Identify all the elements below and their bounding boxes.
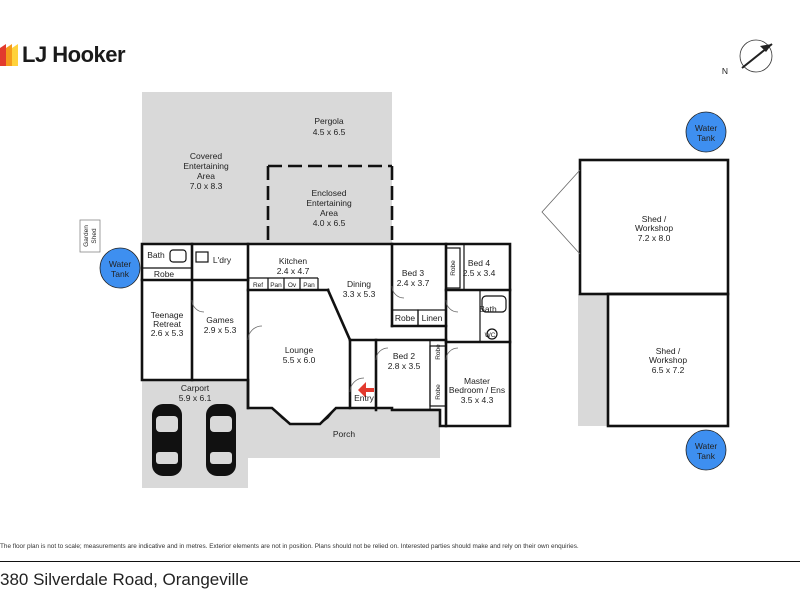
logo-mark-icon xyxy=(0,44,18,66)
covered-name1: Covered xyxy=(190,151,222,161)
enclosed-name2: Entertaining xyxy=(306,198,352,208)
carport-name: Carport xyxy=(181,383,210,393)
ov-label: Ov xyxy=(288,282,297,289)
laundry-label: L'dry xyxy=(213,255,232,265)
bed2-size: 2.8 x 3.5 xyxy=(388,361,421,371)
shed1-name1: Shed / xyxy=(642,214,667,224)
pergola-name: Pergola xyxy=(314,116,344,126)
kitchen-name: Kitchen xyxy=(279,256,308,266)
robe-left-label: Robe xyxy=(154,269,175,279)
pan2-label: Pan xyxy=(303,282,315,289)
tank3-line1: Water xyxy=(695,441,718,451)
porch-label: Porch xyxy=(333,429,355,439)
games-size: 2.9 x 5.3 xyxy=(204,325,237,335)
compass-icon xyxy=(739,39,773,73)
robe-master-label: Robe xyxy=(435,384,442,400)
tank3-line2: Tank xyxy=(697,451,716,461)
room-labels: N Pergola 4.5 x 6.5 Covered Entertaining… xyxy=(83,66,728,461)
car-icon xyxy=(206,404,236,476)
enclosed-name1: Enclosed xyxy=(312,188,347,198)
bed2-name: Bed 2 xyxy=(393,351,415,361)
garden-shed-outline xyxy=(79,219,101,253)
games-name: Games xyxy=(206,315,233,325)
shed1-size: 7.2 x 8.0 xyxy=(638,233,671,243)
bath-label: Bath xyxy=(147,250,165,260)
shed2-name1: Shed / xyxy=(656,346,681,356)
divider xyxy=(0,561,800,562)
shed2-size: 6.5 x 7.2 xyxy=(652,365,685,375)
carport-size: 5.9 x 6.1 xyxy=(179,393,212,403)
floor-plan: N Pergola 4.5 x 6.5 Covered Entertaining… xyxy=(79,39,773,488)
water-tank-icon xyxy=(685,111,727,153)
entry-marker-icon xyxy=(358,382,374,398)
wc-label: WC xyxy=(485,332,496,339)
dining-size: 3.3 x 5.3 xyxy=(343,289,376,299)
bed4-size: 2.5 x 3.4 xyxy=(463,268,496,278)
water-tank-icon xyxy=(99,247,141,289)
robe-bed4-label: Robe xyxy=(450,260,457,276)
ref-label: Ref xyxy=(253,282,263,289)
shed2-name2: Workshop xyxy=(649,355,687,365)
pergola-size: 4.5 x 6.5 xyxy=(313,127,346,137)
bath2-label: Bath xyxy=(479,304,497,314)
compass-label: N xyxy=(722,66,728,76)
tank2-line2: Tank xyxy=(111,269,130,279)
teenage-size: 2.6 x 5.3 xyxy=(151,328,184,338)
disclaimer: The floor plan is not to scale; measurem… xyxy=(0,543,579,550)
pan1-label: Pan xyxy=(270,282,282,289)
brand-name: LJ Hooker xyxy=(22,42,126,67)
house-walls xyxy=(140,242,512,428)
bed3-size: 2.4 x 3.7 xyxy=(397,278,430,288)
lounge-name: Lounge xyxy=(285,345,314,355)
teenage-name2: Retreat xyxy=(153,319,182,329)
tank1-line2: Tank xyxy=(697,133,716,143)
enclosed-name3: Area xyxy=(320,208,338,218)
master-name2: Bedroom / Ens xyxy=(449,385,505,395)
lounge-size: 5.5 x 6.0 xyxy=(283,355,316,365)
master-size: 3.5 x 4.3 xyxy=(461,395,494,405)
shed-side-area xyxy=(578,294,608,426)
porch-area xyxy=(248,408,440,458)
garden-shed-name1: Garden xyxy=(83,225,90,247)
property-address: 380 Silverdale Road, Orangeville xyxy=(0,570,249,589)
shed2-outline xyxy=(606,292,730,428)
car-icon xyxy=(152,404,182,476)
garden-shed-name2: Shed xyxy=(91,228,98,244)
brand-logo xyxy=(0,44,20,66)
covered-size: 7.0 x 8.3 xyxy=(190,181,223,191)
robe-bed3-label: Robe xyxy=(395,313,416,323)
enclosed-area-walls xyxy=(266,164,394,244)
tank1-line1: Water xyxy=(695,123,718,133)
bed4-name: Bed 4 xyxy=(468,258,490,268)
teenage-name1: Teenage xyxy=(151,310,184,320)
entry-label: Entry xyxy=(354,393,375,403)
covered-name2: Entertaining xyxy=(183,161,229,171)
kitchen-size: 2.4 x 4.7 xyxy=(277,266,310,276)
water-tank-icon xyxy=(685,429,727,471)
shed1-name2: Workshop xyxy=(635,223,673,233)
tank2-line1: Water xyxy=(109,259,132,269)
enclosed-size: 4.0 x 6.5 xyxy=(313,218,346,228)
dining-name: Dining xyxy=(347,279,371,289)
linen-label: Linen xyxy=(422,313,443,323)
robe-bed2-label: Robe xyxy=(435,344,442,360)
master-name1: Master xyxy=(464,376,490,386)
covered-name3: Area xyxy=(197,171,215,181)
bed3-name: Bed 3 xyxy=(402,268,424,278)
